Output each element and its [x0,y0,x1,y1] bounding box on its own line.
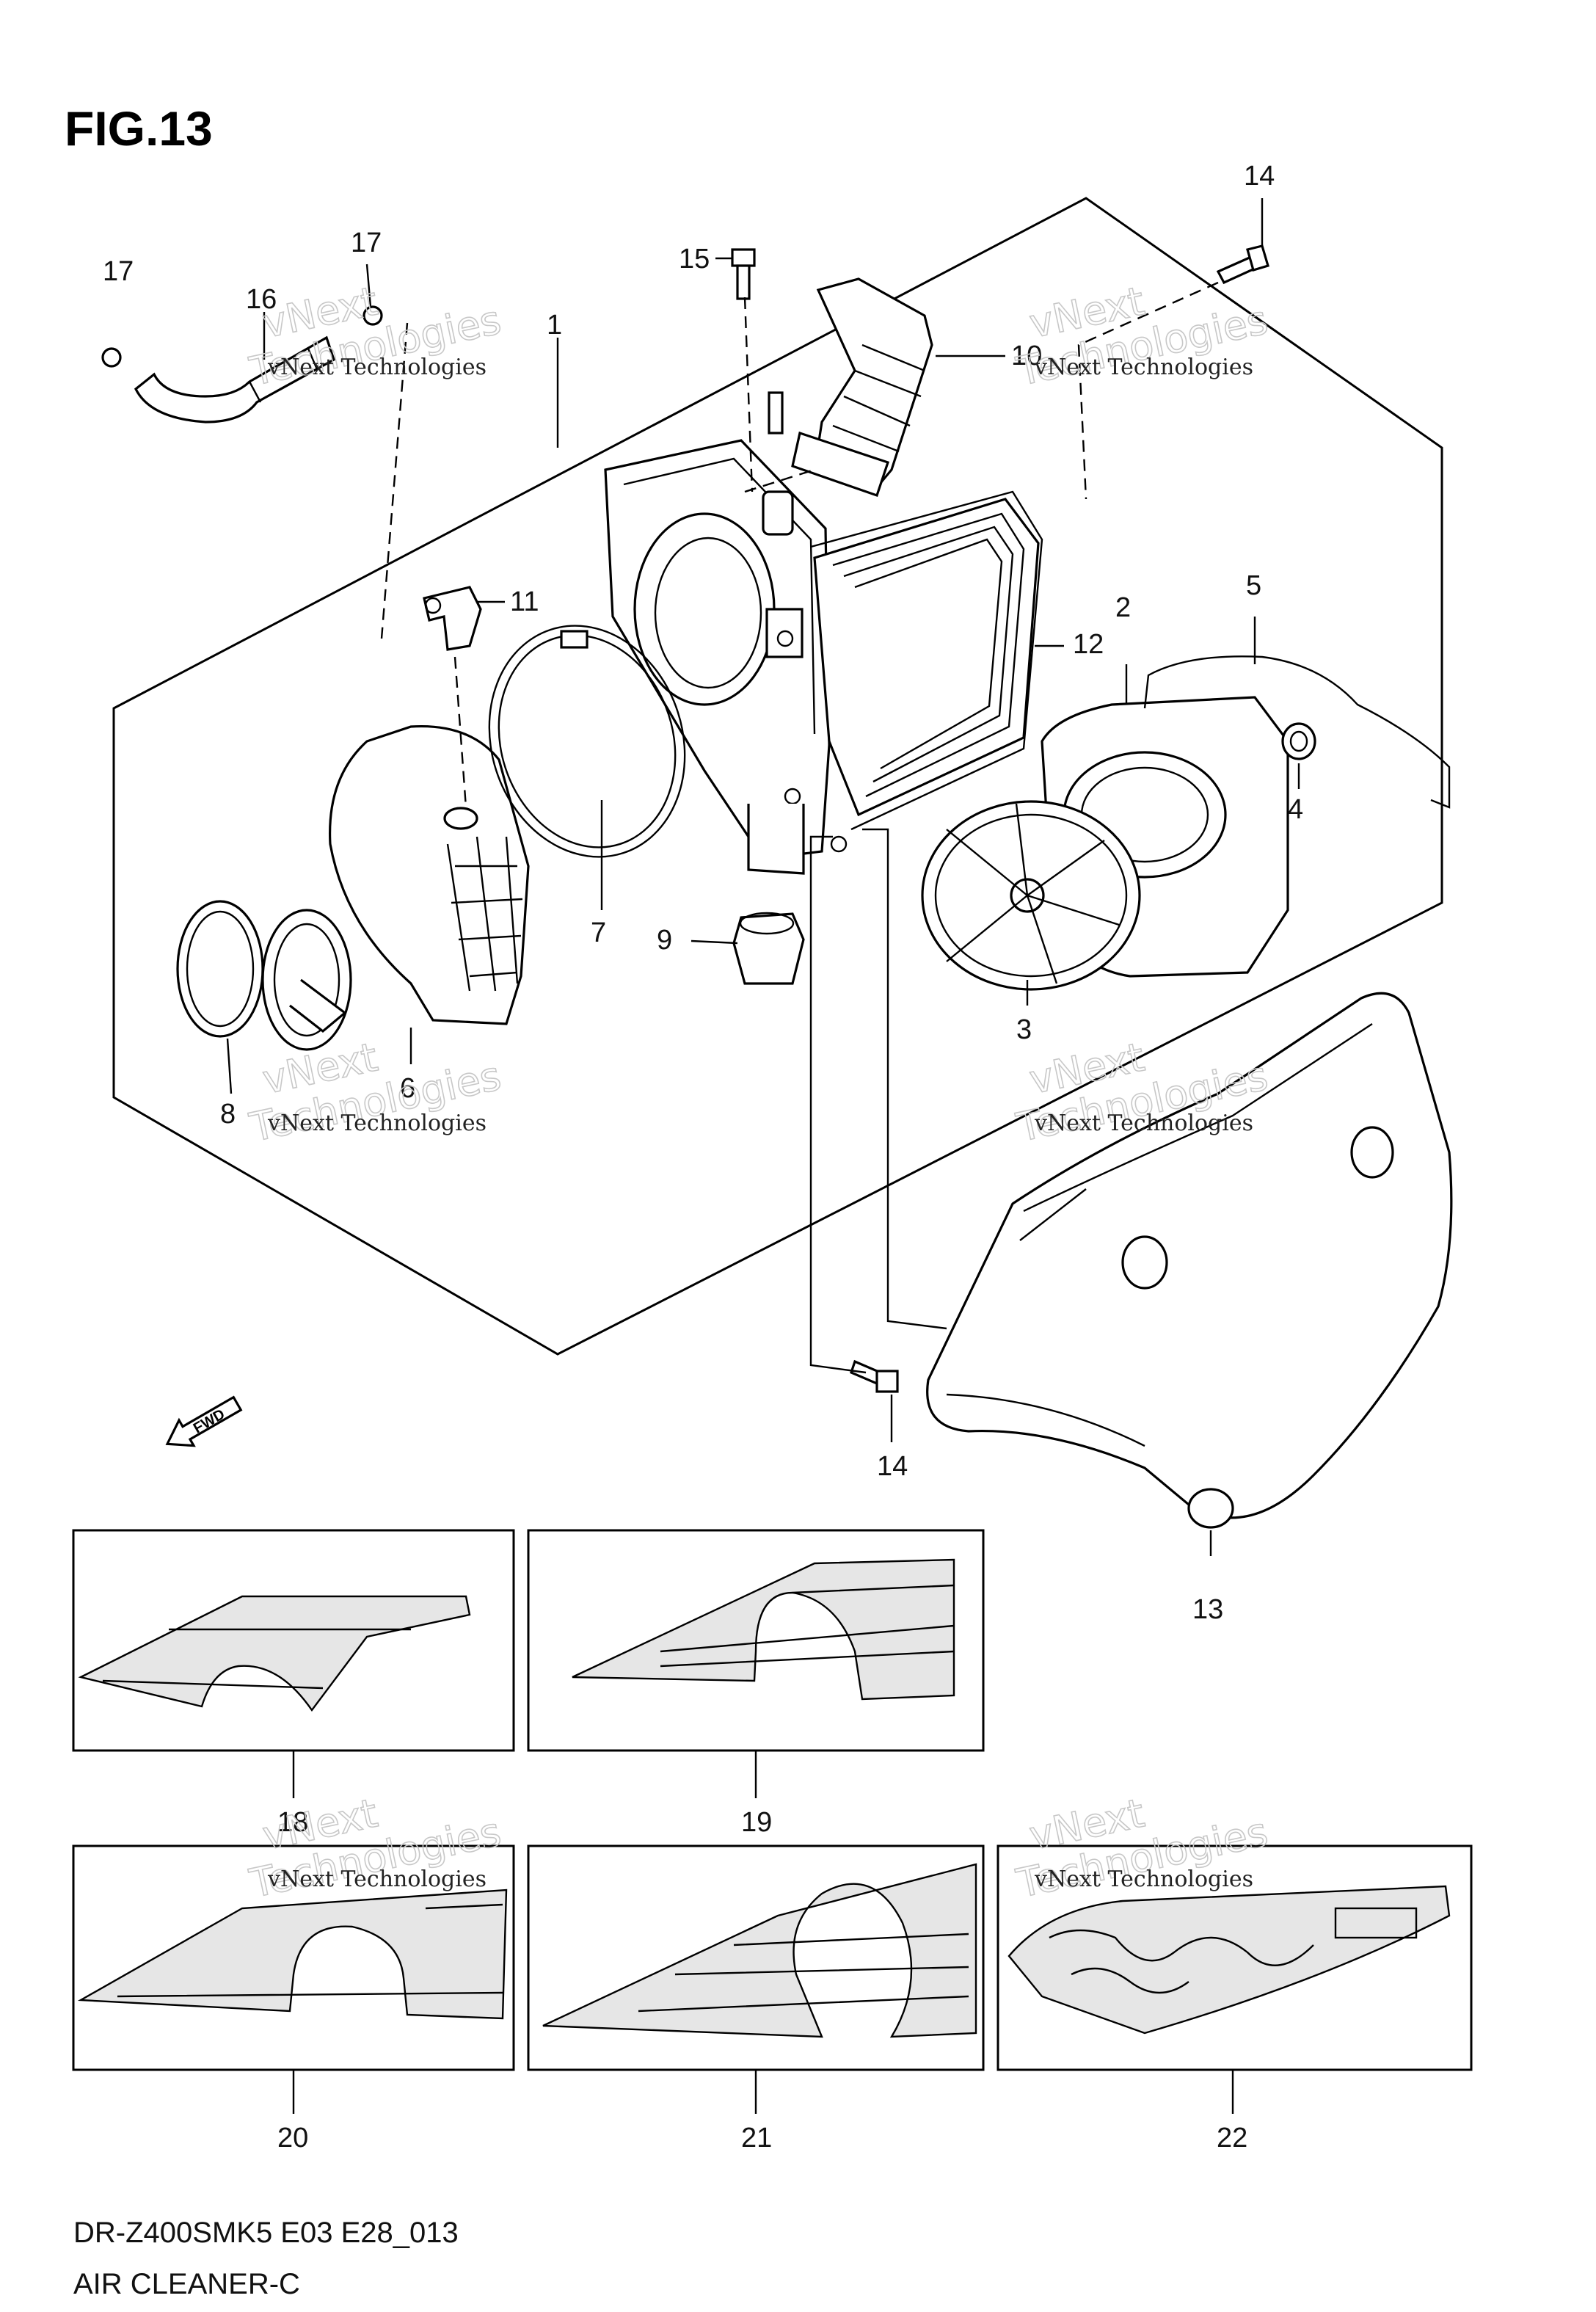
callout-14-bottom: 14 [877,1451,908,1482]
callout-21: 21 [741,2123,772,2153]
callout-12: 12 [1073,629,1104,660]
breather-hose [101,305,383,423]
decal-panel-18 [72,1529,515,1798]
assembly-frame [112,197,1443,1356]
retaining-clip [1143,655,1451,809]
svg-text:vNext Technologies: vNext Technologies [267,1110,487,1136]
duct-band [488,625,686,858]
side-cover [926,992,1453,1529]
callout-22: 22 [1217,2123,1247,2153]
svg-text:vNext Technologies: vNext Technologies [267,355,487,380]
callout-8: 8 [220,1099,236,1130]
callout-7: 7 [591,917,606,948]
leader-lines [226,198,1300,1556]
intake-duct [791,277,933,498]
callout-3: 3 [1016,1014,1032,1045]
callout-17-right: 17 [351,228,382,258]
watermark-4: vNext Technologies vNext Technologies [1012,1033,1272,1152]
callout-5: 5 [1246,570,1261,601]
callout-2: 2 [1115,592,1131,623]
figure-title: FIG.13 [65,101,213,156]
drain-boot [732,912,805,985]
watermark-1: vNext Technologies vNext Technologies [245,277,506,396]
callout-1: 1 [547,310,562,341]
cap-seal [1281,722,1316,760]
footer-model-code: DR-Z400SMK5 E03 E28_013 [73,2217,459,2249]
svg-text:vNext Technologies: vNext Technologies [1034,1110,1253,1136]
callout-9: 9 [657,925,672,956]
callout-4: 4 [1288,794,1303,825]
decal-panel-22 [996,1844,1473,2114]
footer-section-name: AIR CLEANER-C [73,2268,300,2300]
forward-arrow-icon: FWD [165,1395,243,1447]
callout-18: 18 [277,1807,308,1838]
decal-panel-21 [527,1844,985,2114]
callout-16: 16 [246,284,277,315]
screw-15 [731,248,756,300]
callout-20: 20 [277,2123,308,2153]
callout-13: 13 [1192,1594,1223,1625]
decal-panel-19 [527,1529,985,1798]
callout-14-top: 14 [1244,161,1275,192]
svg-text:vNext Technologies: vNext Technologies [1034,355,1253,380]
watermark-3: vNext Technologies vNext Technologies [245,1033,506,1152]
watermark-5: vNext Technologies vNext Technologies [245,1789,506,1908]
svg-text:vNext Technologies: vNext Technologies [1034,1866,1253,1892]
screw-14-top [1216,244,1269,285]
callout-19: 19 [741,1807,772,1838]
watermark-2: vNext Technologies vNext Technologies [1012,277,1272,396]
svg-text:vNext Technologies: vNext Technologies [267,1866,487,1892]
decal-panel-20 [72,1844,515,2114]
callout-10: 10 [1011,341,1042,371]
element-frame [921,800,1141,991]
air-cleaner-case [604,439,1040,875]
callout-17-left: 17 [103,256,134,287]
case-seal [810,490,1043,831]
intake-pipe [261,724,530,1051]
callout-11: 11 [510,586,539,617]
screw-14-bottom [850,1359,899,1393]
callout-6: 6 [400,1073,415,1104]
watermark-6: vNext Technologies vNext Technologies [1012,1789,1272,1908]
elbow-fitting [423,586,482,651]
callout-15: 15 [679,244,710,275]
hose-clamp [176,900,264,1038]
